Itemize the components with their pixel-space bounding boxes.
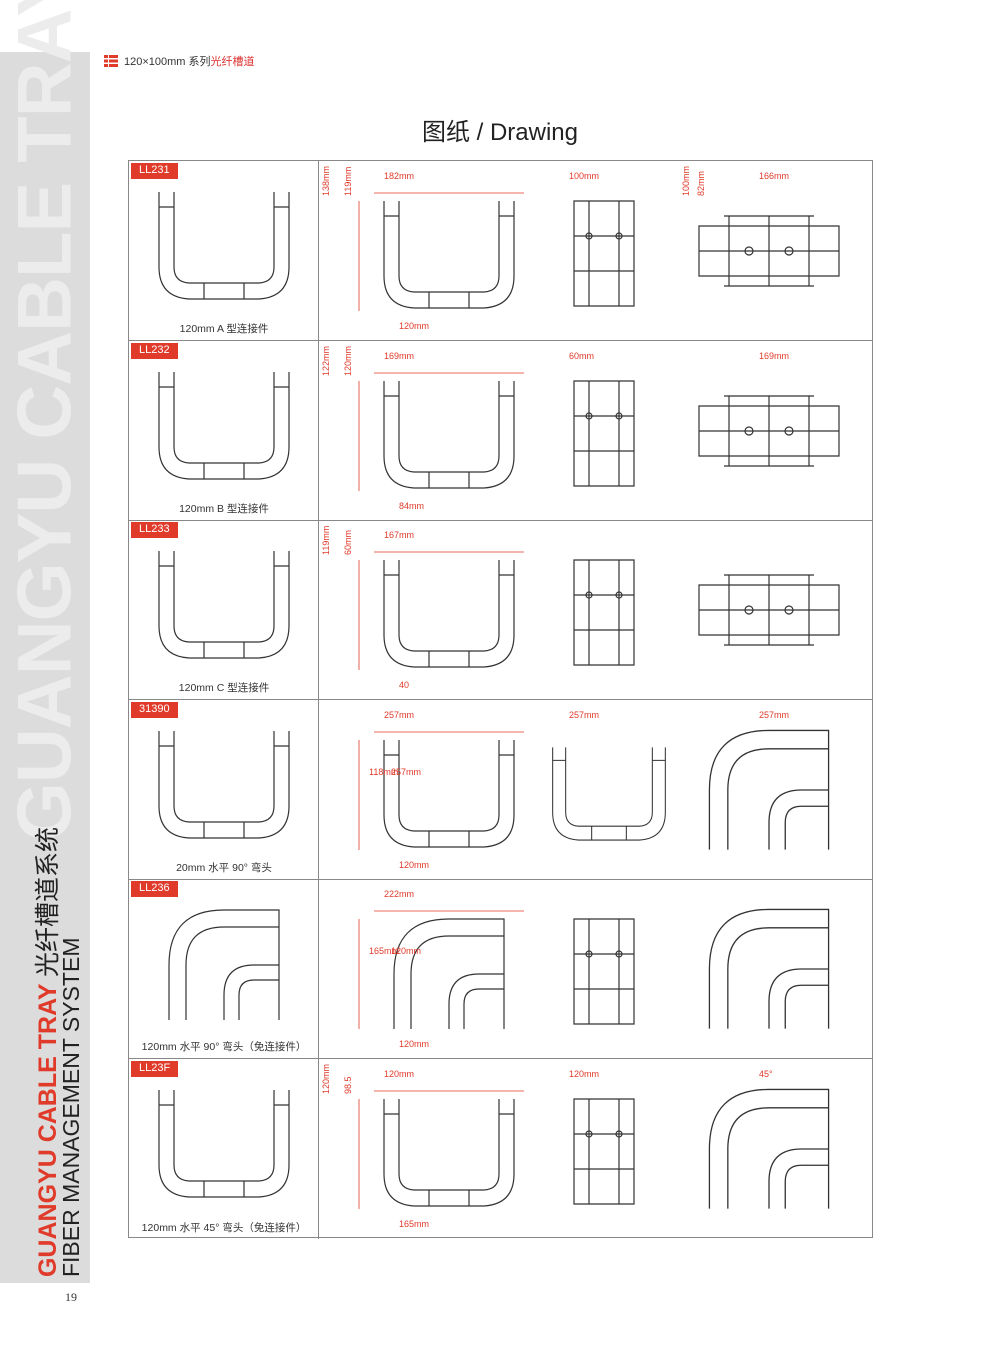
dimension-label: 119mm bbox=[321, 526, 331, 555]
product-cell: 31390 20mm 水平 90° 弯头 bbox=[129, 699, 319, 879]
product-illustration bbox=[149, 905, 299, 1025]
product-code-badge: 31390 bbox=[131, 701, 178, 718]
table-row: LL233 120mm C 型连接件 167mm 119mm 60mm 40 bbox=[129, 520, 872, 701]
product-code-badge: LL232 bbox=[131, 342, 178, 359]
dimension-label: 165mm bbox=[399, 1219, 429, 1229]
product-illustration bbox=[149, 1085, 299, 1205]
dimension-label: 120mm bbox=[399, 1039, 429, 1049]
dimension-label: 120mm bbox=[343, 346, 353, 376]
dimension-label: 100mm bbox=[681, 166, 691, 196]
sidebar: GUANGYU CABLE TRAY GUANGYU CABLE TRAY 光纤… bbox=[0, 0, 90, 1283]
dimension-label: 118mm bbox=[369, 767, 398, 777]
dimension-label: 100mm bbox=[569, 171, 599, 181]
product-caption: 120mm 水平 45° 弯头（免连接件） bbox=[141, 1222, 307, 1234]
brand-block: GUANGYU CABLE TRAY 光纤槽道系统 FIBER MANAGEME… bbox=[34, 827, 84, 1278]
technical-drawing: 169mm 122mm 120mm 84mm 60mm 169mm bbox=[321, 346, 840, 511]
product-caption: 120mm 水平 90° 弯头（免连接件） bbox=[141, 1041, 307, 1054]
product-cell: LL236 120mm 水平 90° 弯头（免连接件） bbox=[129, 879, 319, 1059]
brand-sub: FIBER MANAGEMENT SYSTEM bbox=[58, 937, 84, 1278]
product-illustration bbox=[149, 367, 299, 487]
dimension-label: 120mm bbox=[391, 946, 421, 956]
dimension-label: 257mm bbox=[391, 767, 421, 777]
dimension-label: 119mm bbox=[343, 167, 353, 196]
technical-drawing: 167mm 119mm 60mm 40 bbox=[321, 526, 840, 690]
dimension-label: 120mm bbox=[399, 860, 429, 870]
product-illustration bbox=[149, 546, 299, 666]
dimension-label: 257mm bbox=[569, 710, 599, 720]
table-row: LL232 120mm B 型连接件 169mm 122mm 120mm 84mm 60… bbox=[129, 340, 872, 521]
dimension-label: 84mm bbox=[399, 501, 424, 511]
dimension-label: 165mm bbox=[369, 946, 399, 956]
list-icon bbox=[104, 55, 118, 67]
dimension-label: 166mm bbox=[759, 171, 789, 181]
drawing-cell: 167mm 119mm 60mm 40 bbox=[319, 520, 872, 699]
product-cell: LL231 120mm A 型连接件 bbox=[129, 161, 319, 340]
page-title: 图纸 / Drawing bbox=[421, 119, 579, 146]
table-row: LL23F 120mm 水平 45° 弯头（免连接件） 120mm 120mm 98… bbox=[129, 1059, 872, 1239]
dimension-label: 120mm bbox=[569, 1069, 599, 1079]
dimension-label: 169mm bbox=[759, 351, 789, 361]
product-caption: 120mm C 型连接件 bbox=[178, 682, 270, 695]
technical-drawing: 120mm 120mm 98.5 165mm 120mm 45° bbox=[321, 1064, 830, 1229]
product-illustration bbox=[149, 726, 299, 846]
product-cell: LL232 120mm B 型连接件 bbox=[129, 340, 319, 520]
dimension-label: 82mm bbox=[696, 171, 706, 196]
dimension-label: 120mm bbox=[399, 321, 429, 331]
product-caption: 120mm B 型连接件 bbox=[179, 502, 269, 515]
dimension-label: 138mm bbox=[321, 166, 331, 196]
product-code-badge: LL231 bbox=[131, 163, 178, 179]
series-highlight: 光纤槽道 bbox=[210, 56, 255, 68]
dimension-label: 222mm bbox=[384, 889, 414, 899]
page-number: 19 bbox=[65, 1290, 77, 1304]
dimension-label: 169mm bbox=[384, 351, 414, 361]
drawing-cell: 182mm 138mm 119mm 120mm 100mm 166mm 100mm 82mm bbox=[319, 161, 872, 340]
dimension-label: 257mm bbox=[384, 710, 414, 720]
dimension-label: 98.5 bbox=[343, 1076, 353, 1094]
drawing-cell: 169mm 122mm 120mm 84mm 60mm 169mm bbox=[319, 341, 872, 520]
dimension-label: 60mm bbox=[569, 351, 594, 361]
section-header: 120×100mm 系列光纤槽道 bbox=[104, 53, 255, 69]
dimension-label: 60mm bbox=[343, 530, 353, 555]
product-illustration bbox=[149, 187, 299, 307]
dimension-label: 257mm bbox=[759, 710, 789, 720]
series-label: 120×100mm 系列 bbox=[124, 56, 211, 68]
dimension-label: 120mm bbox=[321, 1064, 331, 1094]
product-cell: LL233 120mm C 型连接件 bbox=[129, 520, 319, 700]
product-code-badge: LL236 bbox=[131, 881, 178, 898]
product-code-badge: LL233 bbox=[131, 522, 178, 539]
dimension-label: 122mm bbox=[321, 346, 331, 376]
product-code-badge: LL23F bbox=[131, 1061, 179, 1077]
product-caption: 120mm A 型连接件 bbox=[179, 323, 269, 335]
drawing-cell: 120mm 120mm 98.5 165mm 120mm 45° bbox=[319, 1059, 872, 1239]
product-caption: 20mm 水平 90° 弯头 bbox=[176, 861, 272, 874]
dimension-label: 40 bbox=[399, 680, 409, 690]
dimension-label: 167mm bbox=[384, 530, 414, 540]
dimension-label: 45° bbox=[759, 1069, 773, 1079]
technical-drawing: 182mm 138mm 119mm 120mm 100mm 166mm 100mm 82mm bbox=[321, 166, 840, 331]
dimension-label: 120mm bbox=[384, 1069, 414, 1079]
product-cell: LL23F 120mm 水平 45° 弯头（免连接件） bbox=[129, 1059, 319, 1239]
dimension-label: 182mm bbox=[384, 171, 414, 181]
